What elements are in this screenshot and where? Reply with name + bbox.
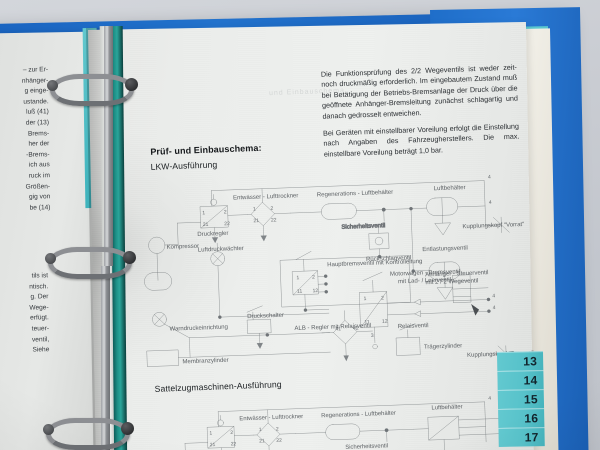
svg-text:Motorwagen - Bremsventil: Motorwagen - Bremsventil: [390, 269, 460, 278]
svg-text:Rückschlagventil: Rückschlagventil: [366, 255, 411, 263]
subheading-lkw: LKW-Ausführung: [150, 159, 218, 172]
svg-text:Druckschalter: Druckschalter: [247, 313, 284, 320]
index-tab-13[interactable]: 13: [497, 351, 544, 371]
ring-rod-upper: [104, 26, 113, 266]
svg-text:2: 2: [270, 206, 273, 212]
svg-text:Regenerations - Luftbehälter: Regenerations - Luftbehälter: [321, 411, 396, 420]
index-tab-16-label: 16: [524, 411, 539, 426]
svg-text:41: 41: [335, 326, 341, 332]
svg-text:Entlastungsventil: Entlastungsventil: [422, 245, 468, 253]
svg-text:Druckregler: Druckregler: [197, 231, 228, 238]
svg-text:12: 12: [382, 319, 388, 325]
index-tab-15[interactable]: 15: [497, 389, 545, 409]
svg-text:Luftdruckwächter: Luftdruckwächter: [198, 246, 244, 254]
svg-text:Luftbehälter: Luftbehälter: [434, 185, 466, 192]
svg-text:12: 12: [312, 288, 318, 294]
schematic-lkw: Sicherheitsventil: [137, 165, 534, 379]
svg-text:Luftbehälter: Luftbehälter: [431, 404, 462, 411]
body-text: Die Funktionsprüfung des 2/2 Wegeventils…: [321, 63, 520, 167]
svg-text:Anhänger - Steuerventil: Anhänger - Steuerventil: [425, 270, 489, 278]
binder-ring-3[interactable]: [43, 418, 134, 450]
svg-text:2: 2: [224, 209, 227, 215]
index-tab-17[interactable]: 17: [498, 427, 545, 447]
svg-text:21: 21: [259, 438, 265, 444]
svg-text:Membranzylinder: Membranzylinder: [182, 358, 228, 366]
index-tab-15-label: 15: [523, 392, 539, 407]
svg-text:4: 4: [488, 174, 491, 180]
svg-text:Sicherheitsventil: Sicherheitsventil: [341, 223, 385, 231]
svg-text:22: 22: [231, 441, 237, 447]
svg-text:1: 1: [202, 210, 205, 216]
index-tab-strip: 13 14 15 16 17: [497, 351, 545, 447]
svg-text:22: 22: [271, 217, 277, 223]
svg-text:1: 1: [259, 427, 262, 433]
svg-text:21: 21: [210, 442, 216, 448]
svg-text:2: 2: [276, 426, 279, 432]
paragraph-1: Die Funktionsprüfung des 2/2 Wegeventils…: [320, 62, 519, 121]
index-tab-16[interactable]: 16: [498, 408, 545, 428]
svg-text:22: 22: [276, 438, 282, 444]
svg-text:Kupplungskopf "Vorrat": Kupplungskopf "Vorrat": [462, 222, 524, 230]
svg-text:ALB - Regler mit Relaisventil: ALB - Regler mit Relaisventil: [294, 323, 371, 332]
svg-text:Warndruckeinrichtung: Warndruckeinrichtung: [169, 325, 228, 333]
svg-text:Sicherheitsventil: Sicherheitsventil: [345, 443, 388, 450]
svg-text:mit 2 / 2 Wegeventil: mit 2 / 2 Wegeventil: [425, 278, 478, 286]
svg-text:4: 4: [492, 293, 495, 299]
schematic-sattelzug: Entwässer - Lufttrockner Regenerations -…: [141, 387, 534, 450]
verso-text-upper: – zur Er- nhänger- g einge- ustande. luß…: [21, 66, 51, 212]
svg-text:Relaisventil: Relaisventil: [398, 323, 429, 330]
svg-text:Entwässer - Lufttrockner: Entwässer - Lufttrockner: [239, 414, 303, 422]
svg-text:21: 21: [253, 218, 259, 224]
subheading-sattelzug: Sattelzugmaschinen-Ausführung: [154, 379, 282, 394]
ring-rod-lower: [101, 266, 110, 450]
svg-text:1: 1: [363, 296, 366, 302]
svg-text:Hauptbremsventil mit Kontrolle: Hauptbremsventil mit Kontrolleitung: [327, 259, 422, 268]
svg-text:1: 1: [296, 275, 299, 281]
index-tab-17-label: 17: [524, 430, 539, 445]
svg-text:1: 1: [209, 431, 212, 437]
binder-ring-1[interactable]: [47, 74, 138, 106]
svg-text:2: 2: [381, 295, 384, 301]
index-tab-14-label: 14: [523, 373, 538, 388]
svg-text:1: 1: [253, 206, 256, 212]
svg-text:Entwässer - Lufttrockner: Entwässer - Lufttrockner: [233, 193, 299, 201]
svg-text:2: 2: [312, 275, 315, 281]
svg-text:11: 11: [364, 319, 370, 325]
svg-text:Trägerzylinder: Trägerzylinder: [424, 343, 463, 350]
svg-text:21: 21: [203, 222, 209, 228]
page-recto: und Einbauschema Die Funktionsprüfung de…: [88, 21, 534, 450]
svg-text:Kompressor: Kompressor: [166, 244, 199, 251]
svg-text:mit Lad- / Leerventil: mit Lad- / Leerventil: [398, 277, 451, 285]
page-heading: Prüf- und Einbauschema:: [150, 142, 262, 157]
svg-text:4: 4: [493, 305, 496, 311]
svg-text:22: 22: [224, 221, 230, 227]
svg-text:4: 4: [489, 200, 492, 206]
svg-text:4: 4: [488, 396, 491, 402]
svg-text:42: 42: [353, 326, 359, 332]
svg-text:Regenerations - Luftbehälter: Regenerations - Luftbehälter: [317, 190, 394, 199]
svg-text:3: 3: [371, 333, 374, 339]
verso-text-lower: tils ist ntisch. g. Der Wege- erfügt. te…: [29, 272, 50, 354]
binder-ring-2[interactable]: [45, 247, 136, 279]
index-tab-14[interactable]: 14: [497, 370, 544, 390]
svg-text:2: 2: [230, 430, 233, 436]
paragraph-2: Bei Geräten mit einstellbarer Voreilung …: [322, 121, 520, 159]
index-tab-13-label: 13: [523, 354, 538, 369]
svg-text:11: 11: [297, 289, 303, 295]
